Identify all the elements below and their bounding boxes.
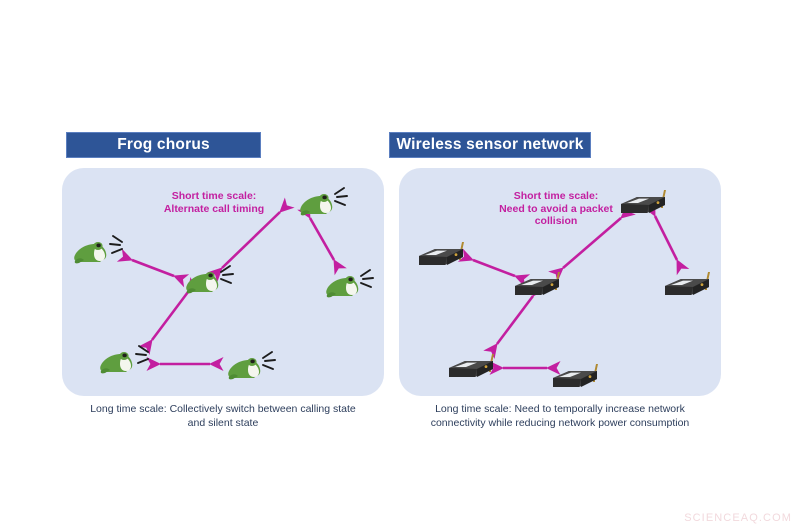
panel-wireless-sensor-network: Short time scale: Need to avoid a packet… <box>399 168 721 396</box>
panel-title-label: Frog chorus <box>117 136 210 153</box>
wireless-sensor-node-icon <box>419 242 464 265</box>
link-center-topright <box>548 203 636 283</box>
link-center-topright <box>207 197 295 283</box>
panel-title-frog-chorus: Frog chorus <box>66 132 261 158</box>
wireless-sensor-node-icon <box>665 272 710 295</box>
frog-icon <box>228 351 276 380</box>
short-time-scale-note-frog: Short time scale: Alternate call timing <box>163 190 265 215</box>
panel-wireless-sensor-network-content: Short time scale: Need to avoid a packet… <box>399 168 721 396</box>
frog-icon <box>74 235 123 264</box>
frog-icon <box>326 269 374 298</box>
wireless-sensor-node-icon <box>553 364 598 387</box>
link-center-bottomleft <box>138 276 202 356</box>
link-center-bottomleft <box>483 280 547 360</box>
link-topright-right <box>297 202 347 276</box>
link-left-center <box>457 248 531 288</box>
short-time-scale-note-sensor: Short time scale: Need to avoid a packet… <box>499 190 613 227</box>
panel-title-wireless-sensor-network: Wireless sensor network <box>389 132 591 158</box>
panel-frog-chorus: Short time scale: Alternate call timing <box>62 168 384 396</box>
wireless-sensor-node-icon <box>515 272 560 295</box>
wireless-sensor-node-icon <box>449 354 494 377</box>
sensor-link-layer <box>457 200 690 376</box>
wireless-sensor-node-icon <box>621 190 666 213</box>
watermark: SCIENCEAQ.COM <box>684 512 792 524</box>
frog-icon <box>100 345 149 374</box>
panel-title-label: Wireless sensor network <box>396 136 584 153</box>
long-time-scale-note-sensor: Long time scale: Need to temporally incr… <box>430 403 690 429</box>
long-time-scale-note-frog: Long time scale: Collectively switch bet… <box>90 403 356 429</box>
link-left-center <box>116 248 190 288</box>
frog-icon <box>186 265 234 294</box>
link-topright-right <box>642 200 690 276</box>
panel-frog-chorus-content: Short time scale: Alternate call timing <box>62 168 384 396</box>
frog-icon <box>300 187 348 216</box>
frog-link-layer <box>116 197 347 372</box>
